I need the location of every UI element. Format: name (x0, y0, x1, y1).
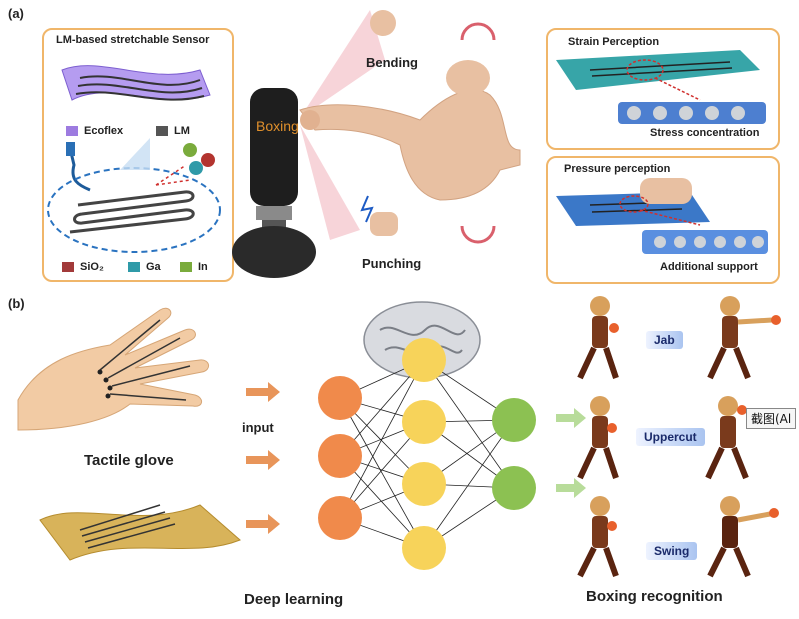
boxing-recognition-label: Boxing recognition (586, 588, 723, 605)
impact-icon (360, 195, 374, 223)
input-node (318, 376, 362, 420)
legend-in: In (198, 261, 208, 273)
ga-swatch (128, 262, 140, 272)
legend-sio2: SiO₂ (80, 261, 104, 273)
tactile-glove-label: Tactile glove (84, 452, 174, 469)
bending-hand-icon (370, 10, 396, 36)
hidden-node (402, 462, 446, 506)
output-arrow-1-icon (556, 408, 586, 428)
strain-caption: Stress concentration (650, 127, 760, 139)
punching-cone (300, 125, 360, 240)
rotate-arrow-top-icon (460, 22, 496, 41)
glove-hand (17, 307, 209, 431)
lm-swatch (156, 126, 168, 136)
sensor-strip (39, 504, 241, 561)
legend-ga: Ga (146, 261, 161, 273)
legend-ecoflex: Ecoflex (84, 125, 124, 137)
nn-edge (339, 397, 425, 549)
move-tag-jab: Jab (646, 331, 683, 349)
figure-jab-action (707, 296, 781, 380)
move-tag-swing: Swing (646, 542, 698, 560)
sio2-sphere (201, 153, 215, 167)
panel-b-label: (b) (8, 296, 25, 311)
nn-edge (423, 359, 515, 489)
lm-trace (69, 190, 195, 234)
hidden-node (402, 526, 446, 570)
nn-edge (339, 359, 425, 519)
strain-sheet (556, 50, 760, 90)
punching-label: Punching (362, 256, 422, 271)
sio2-swatch (62, 262, 74, 272)
bending-label: Bending (366, 55, 418, 70)
ga-sphere (189, 161, 203, 175)
input-node (318, 496, 362, 540)
input-arrow-2-icon (246, 450, 280, 470)
in-sphere (183, 143, 197, 157)
bag-base (232, 226, 316, 278)
sensor-box-title: LM-based stretchable Sensor (56, 34, 210, 46)
figure-uppercut-action (705, 396, 749, 480)
punching-hand-icon (370, 212, 398, 236)
figure-uppercut-guard (577, 396, 619, 480)
mannequin-fist (300, 110, 320, 130)
punching-bag (250, 88, 298, 206)
mannequin-body (299, 89, 521, 201)
input-label: input (242, 420, 274, 435)
panel-a-label: (a) (8, 6, 24, 21)
sensor-cable (68, 147, 91, 192)
bending-cone (300, 10, 385, 118)
connector-icon (66, 142, 75, 156)
deep-learning-label: Deep learning (244, 591, 344, 608)
in-swatch (180, 262, 192, 272)
pressure-caption: Additional support (660, 261, 758, 273)
output-node (492, 466, 536, 510)
ecoflex-swatch (66, 126, 78, 136)
pressing-finger (640, 178, 692, 204)
output-node (492, 398, 536, 442)
strain-title: Strain Perception (568, 36, 660, 48)
figure-jab-guard (577, 296, 619, 380)
output-arrow-2-icon (556, 478, 586, 498)
nn-edge (423, 419, 515, 549)
bag-text: Boxing (256, 118, 299, 134)
figure-swing-action (707, 496, 779, 578)
mannequin-head (446, 60, 490, 96)
hidden-node (402, 400, 446, 444)
screenshot-tooltip: 截图(Al (746, 408, 797, 429)
legend-lm: LM (174, 125, 190, 137)
input-arrow-3-icon (246, 514, 280, 534)
figure-swing-guard (577, 496, 619, 578)
input-arrow-1-icon (246, 382, 280, 402)
rotate-arrow-bottom-icon (460, 225, 496, 244)
hidden-node (402, 338, 446, 382)
move-tag-uppercut: Uppercut (636, 428, 705, 446)
input-node (318, 434, 362, 478)
pressure-title: Pressure perception (564, 163, 671, 175)
